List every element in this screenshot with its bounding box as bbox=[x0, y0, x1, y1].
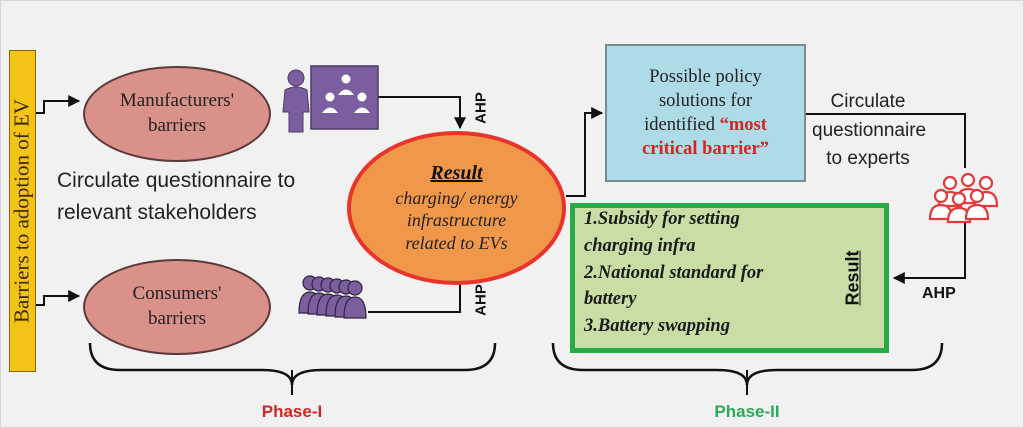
arrow-consumers-to-result bbox=[368, 270, 466, 313]
circulate-line-2: relevant stakeholders bbox=[57, 200, 257, 224]
circulate-experts-line-1: Circulate bbox=[830, 91, 906, 112]
arrow-to-consumers bbox=[36, 290, 81, 306]
consumers-line-2: barriers bbox=[147, 308, 207, 329]
arrow-manufacturers-to-result bbox=[378, 96, 466, 130]
result-item-1a: 1.Subsidy for setting bbox=[584, 209, 740, 229]
phase1-label: Phase-I bbox=[261, 402, 323, 421]
ahp-label-phase2: AHP bbox=[922, 285, 956, 302]
result-item-2b: battery bbox=[584, 289, 637, 310]
arrow-to-manufacturers bbox=[36, 95, 81, 114]
ahp-label-top: AHP bbox=[472, 92, 490, 124]
expert-group-icon bbox=[928, 172, 999, 224]
phase1-result-line-2: infrastructure bbox=[406, 210, 507, 231]
phase1-result-title: Result bbox=[430, 161, 483, 184]
phase1-result-line-1: charging/ energy bbox=[395, 187, 518, 208]
manufacturers-line-2: barriers bbox=[147, 115, 207, 136]
phase2-label: Phase-II bbox=[714, 402, 780, 421]
side-bar-label: Barriers to adoption of EV bbox=[9, 99, 34, 323]
policy-solutions-box: Possible policy solutions for identified… bbox=[605, 44, 806, 182]
policy-line-3: identified “most bbox=[642, 113, 769, 137]
policy-line-1: Possible policy bbox=[649, 66, 762, 87]
phase2-result-box bbox=[570, 203, 889, 353]
manufacturers-line-1: Manufacturers' bbox=[119, 90, 235, 112]
arrow-result-to-policy bbox=[566, 107, 604, 197]
circulate-experts-line-3: to experts bbox=[826, 148, 910, 169]
circulate-experts-line-2: questionnaire bbox=[812, 119, 927, 141]
consumers-barriers-oval: Consumers' barriers bbox=[83, 259, 271, 355]
result-item-1b: charging infra bbox=[584, 235, 696, 256]
phase2-result-label: Result bbox=[842, 250, 863, 306]
result-item-2a: 2.National standard for bbox=[584, 262, 764, 283]
circulate-experts-text: Circulate questionnaire to experts bbox=[812, 88, 927, 174]
policy-line-2: solutions for bbox=[658, 90, 752, 111]
phase1-result-oval: Result charging/ energy infrastructure r… bbox=[347, 131, 566, 285]
phase1-result-line-3: related to EVs bbox=[405, 232, 508, 253]
policy-critical-2: critical barrier” bbox=[642, 139, 769, 160]
manufacturers-barriers-oval: Manufacturers' barriers bbox=[83, 66, 271, 162]
phase2-result-items: 1.Subsidy for setting charging infra 2.N… bbox=[584, 206, 763, 340]
consumers-line-1: Consumers' bbox=[132, 283, 222, 305]
consumer-group-icon bbox=[298, 275, 367, 319]
ahp-label-bottom: AHP bbox=[472, 284, 490, 316]
arrow-policy-to-result-box bbox=[806, 113, 966, 278]
board-meeting-icon bbox=[282, 65, 379, 133]
circulate-stakeholders-text: Circulate questionnaire to relevant stak… bbox=[57, 165, 295, 228]
barriers-side-bar bbox=[9, 50, 36, 372]
policy-identified: identified bbox=[644, 115, 720, 135]
result-item-3: 3.Battery swapping bbox=[584, 316, 730, 337]
circulate-line-1: Circulate questionnaire to bbox=[57, 169, 296, 192]
policy-critical-1: “most bbox=[719, 115, 767, 135]
